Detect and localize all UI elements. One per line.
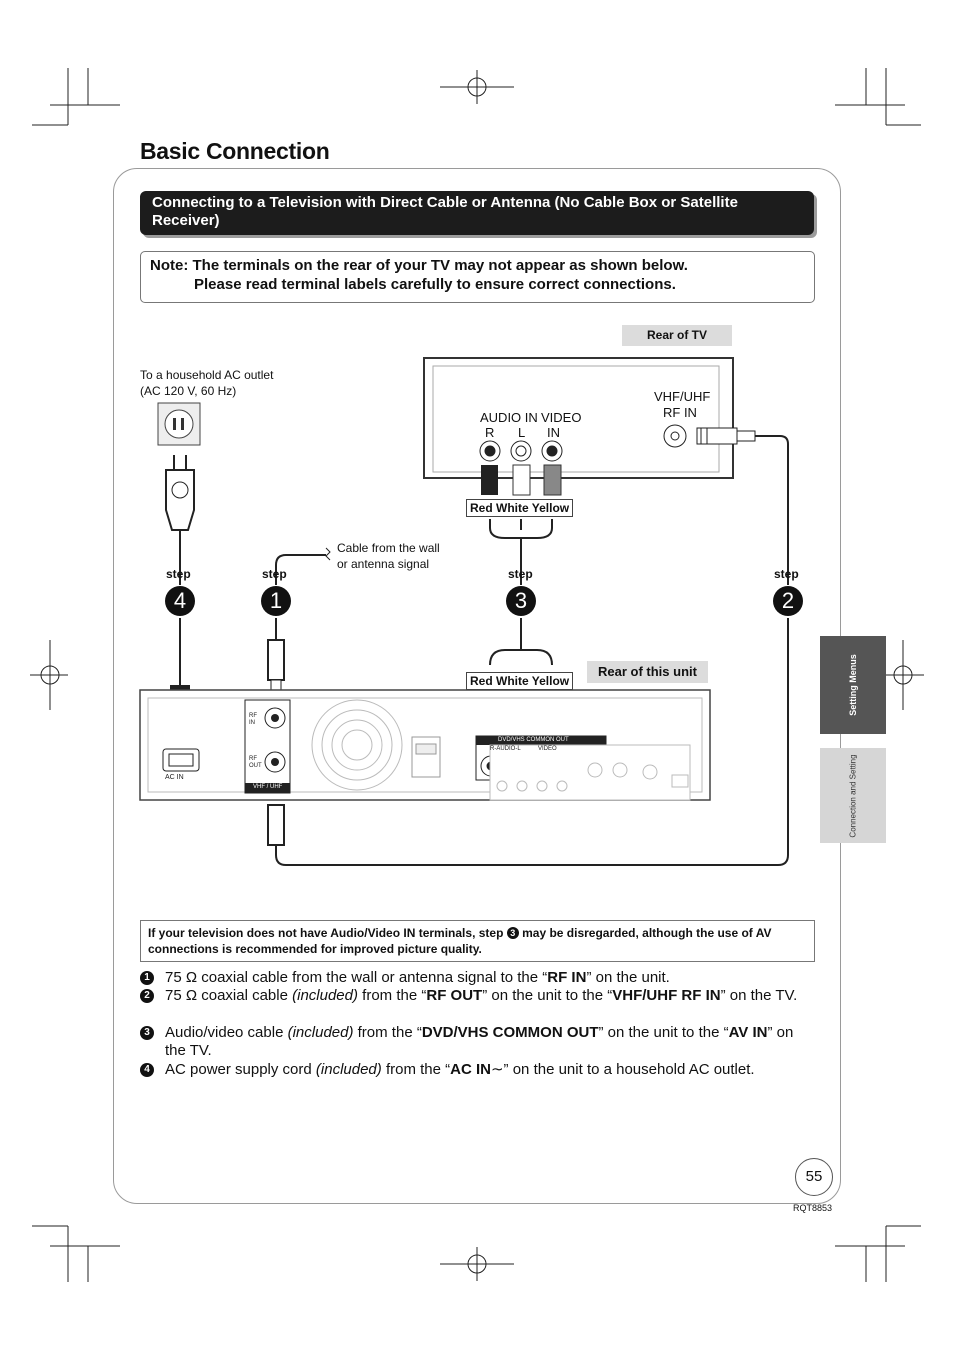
step-label-1: step bbox=[262, 567, 287, 581]
section-title: Connecting to a Television with Direct C… bbox=[152, 194, 738, 229]
instruction-4: AC power supply cord (included) from the… bbox=[165, 1061, 805, 1079]
note-line-1: Note: The terminals on the rear of your … bbox=[150, 257, 688, 274]
audio-r-label: R bbox=[485, 425, 495, 440]
cable-colors-bottom: Red White Yellow bbox=[466, 672, 574, 690]
step-number-3: 3 bbox=[506, 586, 536, 616]
instruction-1-bold: RF IN bbox=[547, 969, 587, 986]
rf-in-unit-label-1: RF bbox=[249, 713, 257, 719]
rear-of-tv-label: Rear of TV bbox=[622, 325, 732, 346]
instruction-2-text-c: ” on the unit to the “ bbox=[482, 987, 613, 1004]
rf-out-unit-label-2: OUT bbox=[249, 763, 262, 769]
info-step-number: 3 bbox=[506, 927, 519, 939]
instruction-2-bold: RF OUT bbox=[426, 987, 483, 1004]
instruction-2-text-c2: ” on the TV. bbox=[720, 987, 798, 1004]
instruction-2-italic: (included) bbox=[292, 987, 358, 1004]
rf-out-unit-label-1: RF bbox=[249, 756, 257, 762]
instruction-4-text-c: ∼” on the unit to a household AC outlet. bbox=[490, 1061, 755, 1078]
instruction-2-bold-2: VHF/UHF RF IN bbox=[612, 987, 721, 1004]
instruction-3-text-c2: ” on the TV. bbox=[165, 1024, 794, 1059]
note-line-2: Please read terminal labels carefully to… bbox=[194, 276, 676, 293]
step-number-4: 4 bbox=[165, 586, 195, 616]
vhf-uhf-unit-label: VHF / UHF bbox=[253, 784, 283, 790]
rf-in-unit-label-2: IN bbox=[249, 720, 255, 726]
note-box: Note: The terminals on the rear of your … bbox=[140, 251, 815, 303]
tv-audio-video-jacks bbox=[479, 440, 563, 462]
side-tab-label-1: Setting Menus bbox=[848, 654, 858, 716]
cable-colors-top: Red White Yellow bbox=[466, 499, 574, 517]
cable-wall-label-1: Cable from the wall bbox=[337, 541, 440, 555]
document-code: RQT8853 bbox=[793, 1203, 833, 1213]
instruction-2-text-a: 75 Ω coaxial cable bbox=[165, 987, 293, 1004]
r-audio-l-label: R-AUDIO-L bbox=[490, 746, 521, 752]
tv-rear-panel bbox=[423, 357, 734, 479]
instruction-number-2: 2 bbox=[140, 989, 154, 1003]
instruction-number-1: 1 bbox=[140, 971, 154, 985]
instruction-1: 75 Ω coaxial cable from the wall or ante… bbox=[165, 969, 805, 987]
dvd-vhs-common-out-label: DVD/VHS COMMON OUT bbox=[498, 737, 569, 743]
instruction-4-text-a2: from the “ bbox=[381, 1061, 451, 1078]
cable-wall-label-2: or antenna signal bbox=[337, 557, 430, 571]
vhf-uhf-label-1: VHF/UHF bbox=[654, 389, 711, 404]
ac-outlet-label-2: (AC 120 V, 60 Hz) bbox=[140, 384, 237, 398]
info-text-part1: If your television does not have Audio/V… bbox=[148, 926, 504, 940]
instruction-3-bold: DVD/VHS COMMON OUT bbox=[421, 1024, 599, 1041]
step-label-4: step bbox=[166, 567, 191, 581]
instruction-4-bold: AC IN bbox=[450, 1061, 491, 1078]
section-banner: Connecting to a Television with Direct C… bbox=[140, 191, 814, 235]
instruction-number-4: 4 bbox=[140, 1063, 154, 1077]
instruction-1-text-c: ” on the unit. bbox=[586, 969, 670, 986]
info-text: If your television does not have Audio/V… bbox=[148, 925, 808, 957]
step-number-1: 1 bbox=[261, 586, 291, 616]
side-tab-connection-setting[interactable]: Connection and Setting bbox=[820, 748, 886, 843]
page-number: 55 bbox=[795, 1158, 833, 1196]
instruction-3-text-a: Audio/video cable bbox=[165, 1024, 288, 1041]
instruction-2: 75 Ω coaxial cable (included) from the “… bbox=[165, 987, 805, 1005]
side-tab-setting-menus[interactable]: Setting Menus bbox=[820, 636, 886, 734]
step-label-3: step bbox=[508, 567, 533, 581]
audio-in-label: AUDIO IN bbox=[480, 410, 538, 425]
video-out-label: VIDEO bbox=[538, 746, 557, 752]
rear-of-unit-label: Rear of this unit bbox=[587, 661, 708, 683]
tv-rf-jack bbox=[663, 424, 687, 448]
video-in-label-2: IN bbox=[547, 425, 560, 440]
instruction-3-text-a2: from the “ bbox=[353, 1024, 422, 1041]
ac-in-label: AC IN bbox=[165, 774, 184, 781]
instruction-3-text-c: ” on the unit to the “ bbox=[598, 1024, 729, 1041]
side-tab-label-2: Connection and Setting bbox=[848, 753, 858, 838]
video-in-label-1: VIDEO bbox=[541, 410, 582, 425]
info-box: If your television does not have Audio/V… bbox=[140, 920, 815, 962]
instruction-1-text-a: 75 Ω coaxial cable from the wall or ante… bbox=[165, 969, 548, 986]
instruction-number-3: 3 bbox=[140, 1026, 154, 1040]
step-number-2: 2 bbox=[773, 586, 803, 616]
page-title: Basic Connection bbox=[140, 138, 330, 164]
instruction-4-italic: (included) bbox=[315, 1061, 382, 1078]
audio-l-label: L bbox=[518, 425, 526, 440]
step-label-2: step bbox=[774, 567, 799, 581]
instruction-4-text-a: AC power supply cord bbox=[165, 1061, 316, 1078]
instruction-3-bold-2: AV IN bbox=[728, 1024, 768, 1041]
instruction-3: Audio/video cable (included) from the “D… bbox=[165, 1024, 805, 1060]
instruction-3-italic: (included) bbox=[287, 1024, 354, 1041]
ac-outlet-label-1: To a household AC outlet bbox=[140, 368, 274, 382]
vhf-uhf-label-2: RF IN bbox=[663, 405, 697, 420]
instruction-2-text-a2: from the “ bbox=[358, 987, 427, 1004]
info-text-part2: may be disregarded, although the use of … bbox=[148, 926, 772, 956]
